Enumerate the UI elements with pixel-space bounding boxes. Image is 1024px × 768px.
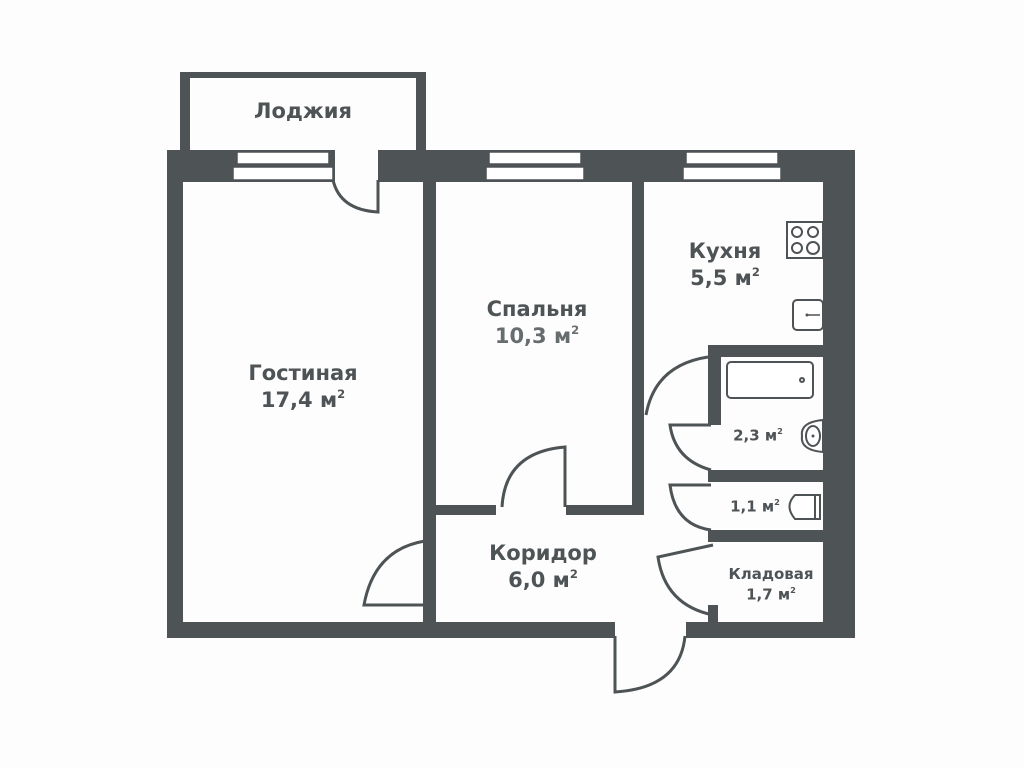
room-area: 10,3 м (494, 324, 572, 349)
room-name: Кухня (688, 239, 762, 263)
sink-icon (792, 299, 824, 331)
room-name: Лоджия (254, 99, 352, 123)
wall-storage-jamb (708, 605, 718, 625)
room-living: Гостиная 17,4 м2 (248, 360, 357, 415)
room-name: Коридор (489, 541, 597, 565)
window-bedroom (488, 151, 582, 165)
room-bathroom: 2,3 м2 (733, 426, 783, 446)
room-wc: 1,1 м2 (730, 497, 780, 517)
window-kitchen-2 (682, 166, 782, 181)
bathroom-door (668, 423, 712, 472)
wall-left (167, 150, 183, 638)
wall-kitchen-bottom (708, 345, 826, 357)
window-bedroom-2 (485, 166, 585, 181)
room-area: 1,7 м (746, 585, 791, 604)
wall-bedroom-kitchen (632, 180, 644, 515)
room-bedroom: Спальня 10,3 м2 (487, 296, 588, 351)
wall-living-bedroom (423, 180, 436, 622)
room-kitchen: Кухня 5,5 м2 (689, 238, 761, 293)
room-area: 6,0 м (508, 568, 570, 593)
sup: 2 (751, 265, 760, 280)
loggia-wall-left (180, 72, 190, 152)
room-name: Гостиная (248, 361, 358, 385)
entrance-door (613, 635, 687, 694)
wall-top-2 (378, 150, 855, 182)
sup: 2 (777, 426, 783, 436)
sup: 2 (571, 323, 580, 338)
loggia-rail (180, 72, 425, 78)
wall-bedroom-bottom-2 (566, 505, 642, 515)
wall-wc-storage (708, 530, 826, 542)
window-living-2 (232, 166, 334, 181)
sup: 2 (569, 567, 578, 582)
sup: 2 (337, 387, 346, 402)
room-name: Кладовая (728, 565, 814, 583)
storage-door (656, 543, 714, 617)
room-area: 2,3 м (733, 426, 778, 445)
room-name: Спальня (486, 297, 588, 321)
window-kitchen (685, 151, 779, 165)
toilet-icon (788, 494, 821, 520)
room-corridor: Коридор 6,0 м2 (489, 540, 597, 595)
sup: 2 (790, 584, 796, 595)
wall-bottom-1 (167, 622, 615, 638)
kitchen-door (644, 355, 709, 416)
wc-door (668, 483, 712, 532)
window-living (236, 151, 330, 165)
room-loggia: Лоджия (254, 98, 352, 125)
wall-right (823, 150, 855, 638)
wall-bath-left (708, 345, 721, 425)
room-storage: Кладовая 1,7 м2 (728, 565, 813, 605)
stove-icon (786, 221, 824, 259)
loggia-door (331, 179, 380, 214)
bedroom-door (500, 445, 567, 508)
bathtub-icon (726, 361, 814, 399)
room-area: 17,4 м (260, 388, 338, 413)
washbasin-icon (800, 418, 824, 454)
wall-living-jamb (423, 605, 436, 622)
room-area: 5,5 м (690, 266, 752, 291)
wall-bath-wc (708, 470, 826, 482)
room-area: 1,1 м (730, 497, 775, 516)
sup: 2 (774, 497, 780, 507)
living-door (362, 538, 434, 607)
wall-bedroom-bottom-1 (430, 505, 496, 515)
loggia-wall-right (416, 72, 426, 152)
wall-bottom-2 (686, 622, 855, 638)
